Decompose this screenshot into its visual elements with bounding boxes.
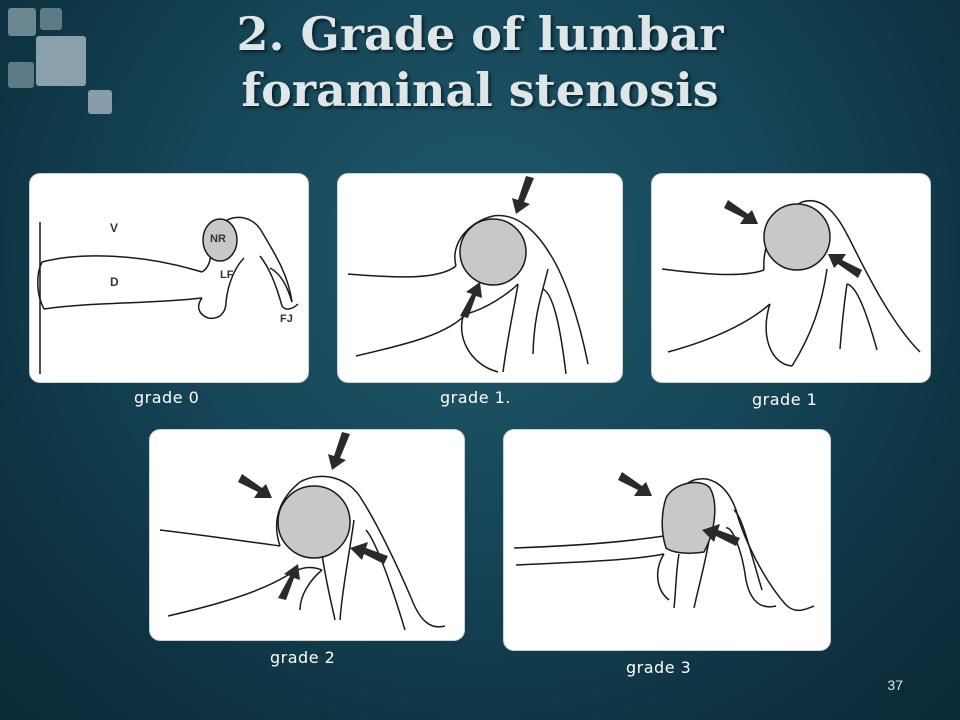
grade-0-diagram: V D NR LF FJ [37,216,299,374]
arrow-icon [724,200,862,278]
decor-square [8,62,34,88]
title-line-2: foraminal stenosis [241,63,719,117]
label-fj: FJ [280,313,293,325]
decor-square [8,8,36,36]
caption-grade-2: grade 2 [270,648,336,667]
caption-grade-0: grade 0 [134,388,200,407]
panel-grade-2 [150,430,464,640]
decor-square [88,90,112,114]
panel-grade-0: V D NR LF FJ [30,174,308,382]
panel-grade-1a [338,174,622,382]
grade-2-diagram [159,432,446,631]
arrow-icon [460,176,534,318]
page-number: 37 [887,677,903,693]
slide-title: 2. Grade of lumbar foraminal stenosis [150,6,810,118]
decor-square [36,36,86,86]
panel-grade-1b [652,174,930,382]
label-nr: NR [210,233,226,245]
title-line-1: 2. Grade of lumbar [236,7,724,61]
caption-grade-1b: grade 1 [752,390,818,409]
grade-1b-diagram [661,199,921,367]
arrow-icon [618,472,740,546]
arrow-icon [238,432,388,600]
label-v: V [110,221,118,235]
grade-3-diagram [513,472,815,612]
caption-grade-3: grade 3 [626,658,692,677]
label-lf: LF [220,269,234,281]
grade-1a-diagram [347,176,589,375]
panel-grade-3 [504,430,830,650]
caption-grade-1a: grade 1. [440,388,511,407]
label-d: D [110,275,119,289]
decor-square [40,8,62,30]
